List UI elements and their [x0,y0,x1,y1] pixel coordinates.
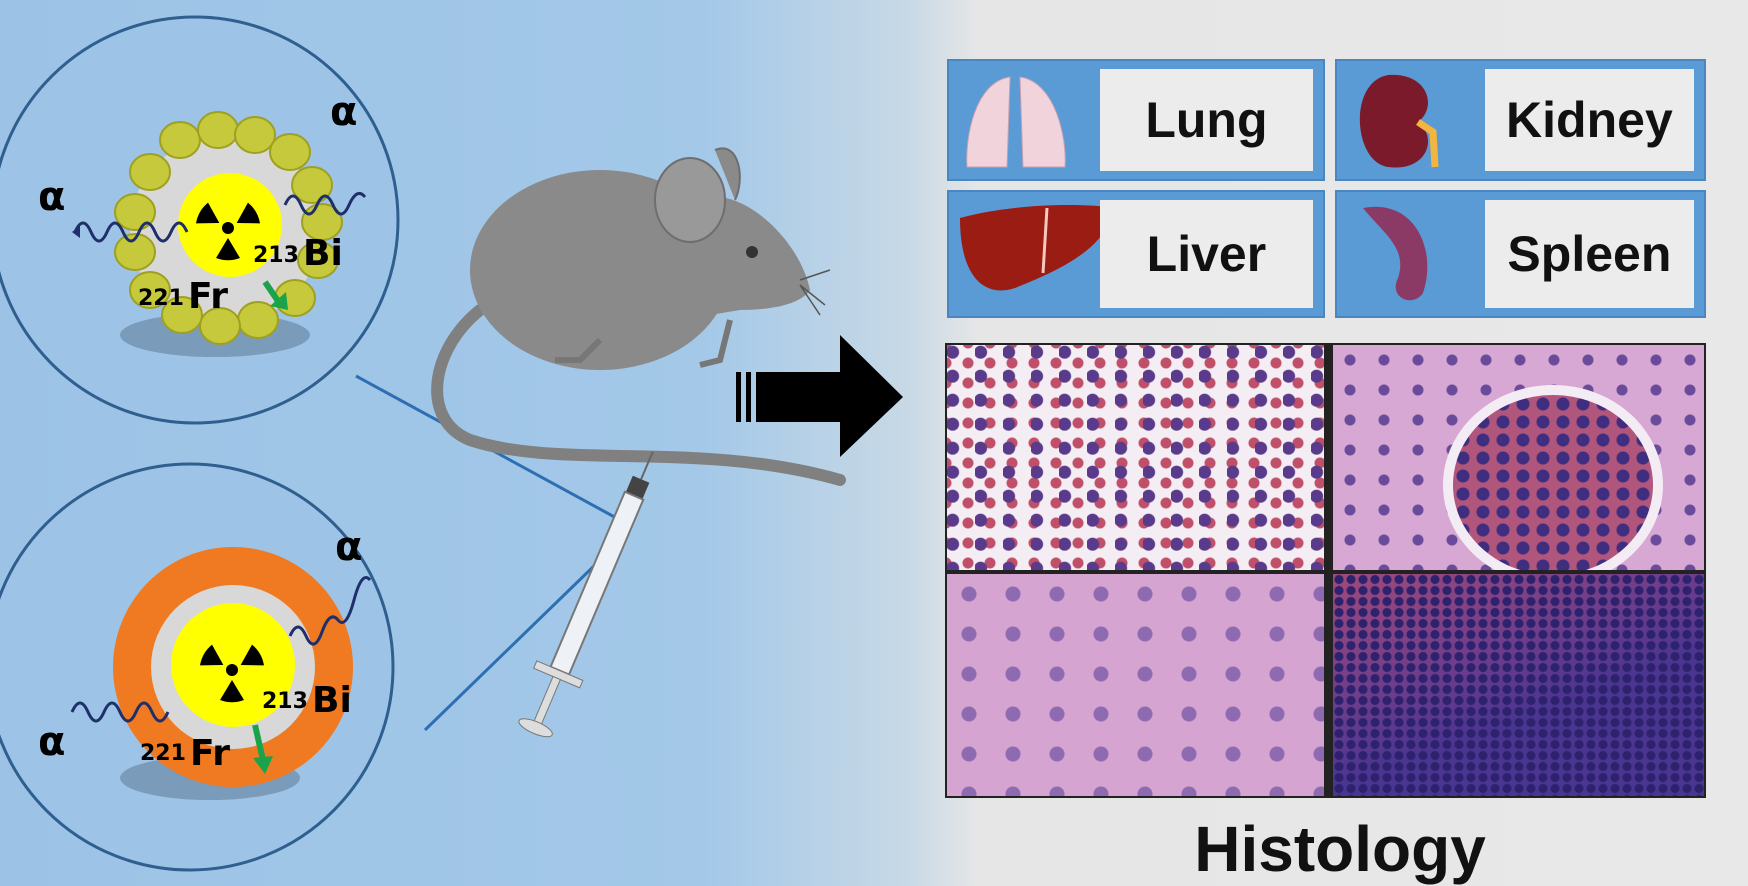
organ-box-kidney: Kidney [1335,59,1706,181]
histology-title: Histology [1194,813,1486,885]
isotope-symbol: Fr [190,733,230,774]
isotope-mass: 221 [140,741,186,766]
alpha-label: α [330,89,357,135]
kidney-icon [1359,74,1439,168]
histology-kidney [1333,345,1704,570]
syringe-illustration [518,451,654,738]
lung-icon [966,76,1066,168]
organ-box-lung: Lung [947,59,1325,181]
organ-label: Kidney [1484,69,1694,171]
decay-arrow [252,724,266,761]
radiation-icon [200,644,264,703]
connector-line-bottom [423,563,597,732]
radiation-icon [196,202,260,261]
alpha-label: α [38,719,65,765]
isotope-mass: 213 [253,243,299,268]
organ-label: Spleen [1484,200,1694,308]
isotope-symbol: Bi [312,680,352,721]
process-arrow [736,335,903,457]
organ-label: Lung [1099,69,1313,171]
alpha-wave-left [73,221,189,243]
isotope-symbol: Bi [303,233,343,274]
yellow-shell-beads [114,111,343,345]
histology-grid [945,343,1706,798]
particle-zoom-circle-top: α α 221 Fr 213 Bi [0,15,400,425]
histology-liver [947,574,1324,796]
alpha-label: α [38,174,65,220]
organ-box-spleen: Spleen [1335,190,1706,318]
alpha-label: α [335,524,362,570]
organ-box-liver: Liver [947,190,1325,318]
alpha-wave-right [288,576,372,646]
spleen-icon [1363,206,1428,301]
isotope-mass: 221 [138,286,184,311]
histology-spleen [1333,574,1704,796]
histology-lung [947,345,1324,570]
liver-icon [960,205,1115,291]
particle-zoom-circle-bottom: α α 221 Fr 213 Bi [0,462,395,872]
organ-label: Liver [1099,200,1313,308]
alpha-wave-right [283,191,367,216]
alpha-wave-left [70,701,170,723]
isotope-mass: 213 [262,689,308,714]
isotope-symbol: Fr [188,276,228,317]
mouse-illustration [431,147,846,486]
